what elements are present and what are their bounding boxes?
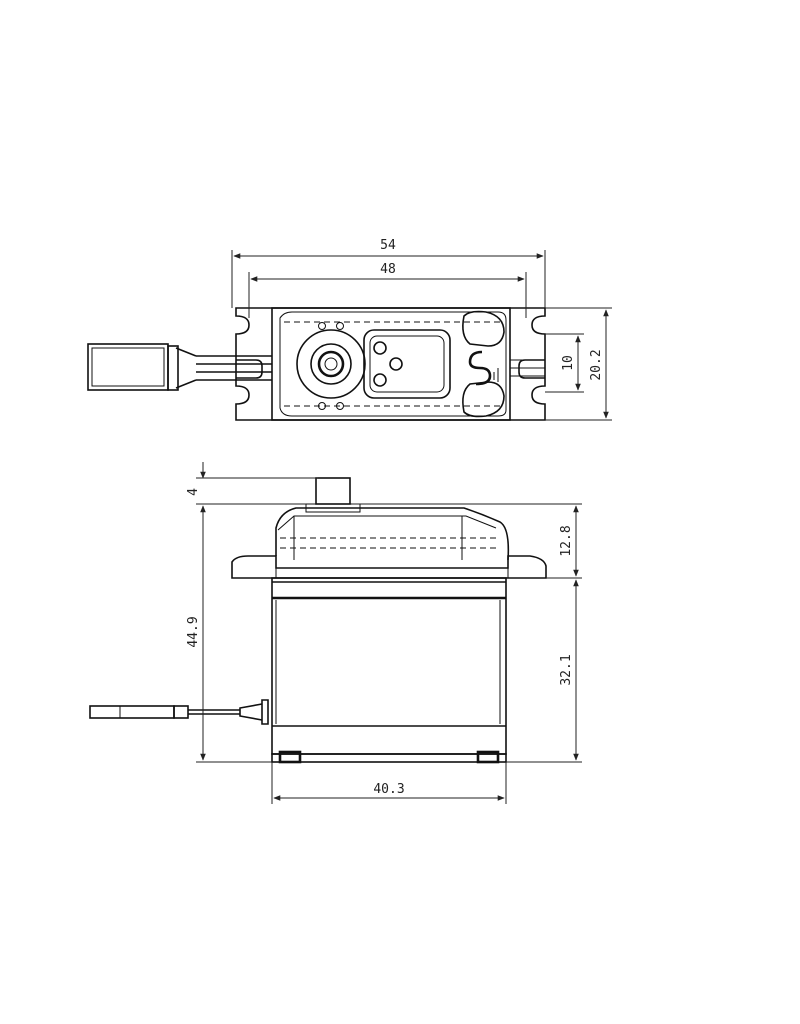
side-flange: [231, 555, 547, 579]
corner-pads: [462, 310, 505, 418]
dim-20-2: 20.2: [545, 307, 612, 421]
dim-20-2-label: 20.2: [589, 349, 604, 380]
dim-12-8-label: 12.8: [559, 525, 574, 556]
side-top-cap: [275, 507, 510, 561]
dim-40-3: 40.3: [271, 762, 507, 804]
dim-32-1-label: 32.1: [559, 654, 574, 685]
dim-54: 54: [231, 238, 546, 308]
side-body: [271, 577, 507, 755]
side-cable: [173, 699, 269, 725]
dim-12-8: 12.8: [352, 503, 582, 579]
dim-40-3-label: 40.3: [373, 782, 404, 797]
dim-48-label: 48: [380, 262, 396, 277]
top-cable: [167, 345, 545, 391]
dim-4-label: 4: [186, 488, 201, 496]
output-spline: [296, 322, 366, 410]
side-bottom: [271, 753, 507, 763]
dim-4: 4: [186, 462, 318, 505]
dim-10-label: 10: [561, 355, 576, 371]
top-housing: [271, 307, 511, 421]
dim-44-9-label: 44.9: [186, 616, 201, 647]
label-plate: [363, 329, 451, 399]
dim-10: 10: [545, 333, 584, 393]
dim-48: 48: [248, 262, 527, 318]
side-spline: [305, 477, 361, 513]
s-logo-icon: [468, 350, 499, 386]
top-view: 54 48 20.2 10: [87, 238, 612, 421]
dim-54-label: 54: [380, 238, 396, 253]
top-connector: [87, 343, 169, 391]
dim-44-9: 44.9: [186, 505, 272, 763]
side-connector: [89, 705, 175, 719]
dim-32-1: 32.1: [506, 579, 582, 763]
side-view: 4 44.9 12.8 32.1 40.3: [89, 462, 582, 804]
